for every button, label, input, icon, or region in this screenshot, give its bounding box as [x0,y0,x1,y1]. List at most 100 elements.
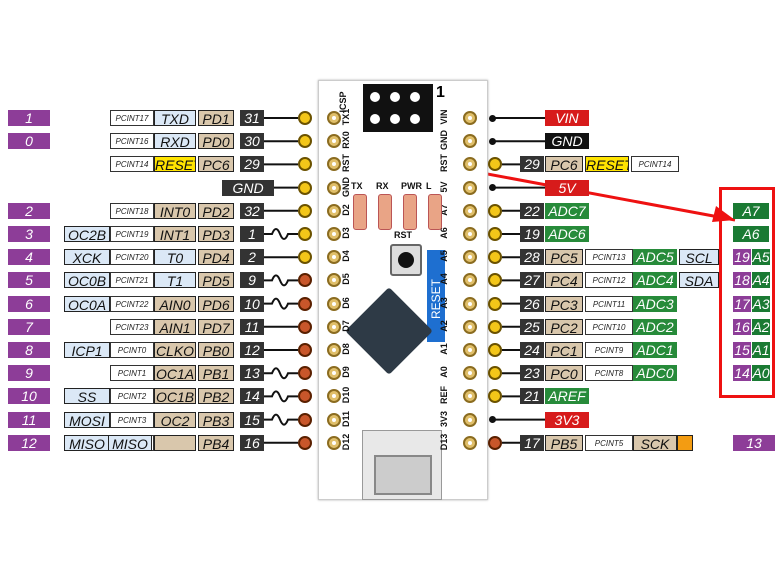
connector-node [488,184,496,192]
header-pin-dot [488,273,502,288]
port-label: PD1 [198,110,234,126]
pin-number-label: 6 [8,295,50,312]
pcint-label: PCINT0 [110,342,154,358]
board-hole-left [327,157,341,172]
alt-function-label: OC0A [64,295,110,312]
analog-pin-number: 15 [733,342,751,358]
header-pin-dot [488,435,502,450]
chip-pin-label: 12 [240,342,264,358]
board-hole-right [463,157,477,172]
icsp-pin [390,114,400,124]
chip-pin-label: 17 [520,434,544,451]
header-pin-dot [298,250,312,265]
alt-function-label: MOSI [64,411,110,428]
pwm-wave-icon [264,274,298,287]
reset-button-label [427,250,445,342]
alt-function-label: OC2B [64,226,110,242]
function-label: CLKO [154,342,196,358]
pcint-label: PCINT23 [110,318,154,335]
chip-pin-label: 11 [240,318,264,335]
pcint-label: PCINT16 [110,133,154,150]
pin-number-label: 5 [8,272,50,289]
pcint-label: PCINT14 [110,156,154,173]
board-hole-right [463,250,477,265]
pcint-label: PCINT21 [110,272,154,289]
alt-function-label: SS [64,388,110,405]
chip-pin-label: 2 [240,249,264,266]
power-label: 3V3 [545,411,589,428]
board-hole-left [327,412,341,427]
board-hole-right [463,273,477,288]
analog-pin-label: A0 [752,365,770,382]
port-label: PB5 [545,434,583,451]
pin-number-label: 3 [8,226,50,242]
led-indicator [403,194,417,230]
analog-pin-label: A3 [752,295,770,312]
port-label: PB1 [198,365,234,382]
analog-pin-label: A5 [752,249,770,266]
usb-port [374,455,432,495]
pcint-label: PCINT3 [110,411,154,428]
header-pin-dot [488,343,502,357]
icsp-pin [370,114,380,124]
board-hole-left [327,134,341,149]
adc-label: ADC4 [633,272,677,289]
connector-node [488,416,496,424]
adc-label: ADC6 [545,226,589,242]
function-label: T1 [154,272,196,289]
header-pin-dot [298,111,312,125]
function-label: AIN0 [154,295,196,312]
pin-number-label: 9 [8,365,50,382]
adc-label: ADC1 [633,342,677,358]
pcint-label: PCINT5 [585,434,633,451]
header-pin-dot [488,389,502,404]
reset-button[interactable] [390,244,422,276]
alt-function-label: ICP1 [64,342,110,358]
board-hole-right [463,227,477,241]
header-pin-dot [488,157,502,172]
board-hole-right [463,435,477,450]
analog-pin-number: 16 [733,318,751,335]
chip-pin-label: 1 [240,226,264,242]
header-pin-dot [298,157,312,172]
board-hole-left [327,296,341,311]
chip-pin-label: 29 [240,156,264,173]
port-label: PB0 [198,342,234,358]
led-label: TX [351,181,363,191]
highlight-box [719,187,775,398]
alt-function-label: XCK [64,249,110,266]
pin-number-label: 11 [8,411,50,428]
board-hole-left [327,389,341,404]
connector-node [488,137,496,145]
arrow-head-icon [712,206,735,222]
port-label: PD2 [198,202,234,219]
chip-pin-label: 26 [520,295,544,312]
port-label: PD6 [198,295,234,312]
board [318,80,488,500]
port-label: PD3 [198,226,234,242]
header-pin-dot [298,319,312,334]
board-pin-label: D13 [439,433,449,451]
pwm-wave-icon [264,228,298,240]
board-hole-left [327,273,341,288]
alt-function-label: OC0B [64,272,110,289]
alt-function-label: MISO [64,434,110,451]
function-label: INT1 [154,226,196,242]
i2c-label: SCL [679,249,719,266]
adc-label: ADC2 [633,318,677,335]
i2c-label: SDA [679,272,719,289]
port-label: PC6 [545,156,583,173]
port-label: AREF [545,388,589,405]
chip-pin-label: 25 [520,318,544,335]
board-hole-left [327,180,341,195]
header-pin-dot [488,366,502,381]
header-pin-dot [298,180,312,195]
board-hole-left [327,203,341,218]
port-label: PC2 [545,318,583,335]
board-hole-left [327,343,341,357]
led-indicator [378,194,392,230]
board-hole-left [327,250,341,265]
header-pin-dot [298,343,312,357]
icsp-pin1-label: 1 [436,84,445,101]
connector-node [488,114,496,122]
